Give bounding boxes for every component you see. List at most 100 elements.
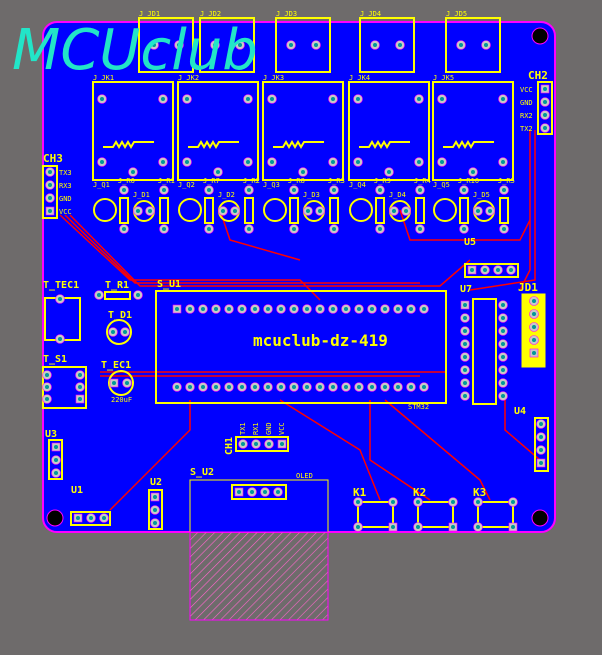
- pad-hole: [511, 500, 515, 504]
- resistor-label: J_R6: [118, 177, 135, 185]
- module-label: STM32: [408, 403, 429, 411]
- pad-hole: [253, 385, 257, 389]
- pad-hole: [153, 508, 157, 512]
- pad-hole: [58, 297, 62, 301]
- pad-hole: [89, 516, 93, 520]
- pad-hole: [409, 307, 413, 311]
- pad-hole: [76, 516, 80, 520]
- pad-hole: [289, 43, 293, 47]
- relay-terminal-label: J_JD2: [200, 10, 221, 18]
- pad-hole: [97, 293, 101, 297]
- pad-hole: [539, 448, 543, 452]
- led-label: J_D4: [389, 191, 406, 199]
- pin-label-tx3: TX3: [59, 169, 72, 177]
- tec-label: T_TEC1: [43, 280, 79, 291]
- pad-hole: [378, 227, 382, 231]
- screw-terminal: [138, 17, 194, 73]
- button-k2[interactable]: K2: [413, 486, 458, 532]
- relay-label: J_JK1: [93, 74, 114, 82]
- pad-hole: [122, 188, 126, 192]
- pad-hole: [532, 299, 536, 303]
- pad-hole: [501, 355, 505, 359]
- relay-terminal-label: J_JD5: [446, 10, 467, 18]
- pad-hole: [496, 268, 500, 272]
- resistor-label: J_R1: [158, 177, 175, 185]
- resistor: [159, 197, 169, 224]
- pad-hole: [463, 394, 467, 398]
- pad-hole: [396, 385, 400, 389]
- pad-hole: [501, 97, 505, 101]
- pad-hole: [48, 196, 52, 200]
- pad-hole: [357, 307, 361, 311]
- pad-hole: [177, 43, 181, 47]
- pad-hole: [463, 342, 467, 346]
- resistor-label: J_R4: [414, 177, 431, 185]
- pin-label-tx2: TX2: [520, 125, 533, 133]
- button-k1[interactable]: K1: [353, 486, 398, 532]
- pad-hole: [48, 170, 52, 174]
- pad-hole: [241, 442, 245, 446]
- pad-hole: [422, 385, 426, 389]
- transistor-label: J_Q3: [263, 181, 280, 189]
- pad-hole: [270, 160, 274, 164]
- resistor-label: J_R9: [374, 177, 391, 185]
- pad-hole: [301, 170, 305, 174]
- pad-hole: [462, 188, 466, 192]
- pad-hole: [279, 307, 283, 311]
- pad-hole: [175, 307, 179, 311]
- pad-hole: [462, 227, 466, 231]
- pin-label-tx1: TX1: [239, 422, 247, 435]
- pad-hole: [416, 500, 420, 504]
- oled-module: [189, 479, 329, 533]
- button-k3[interactable]: K3: [473, 486, 518, 532]
- pad-hole: [501, 381, 505, 385]
- pad-hole: [463, 355, 467, 359]
- pad-hole: [188, 385, 192, 389]
- pad-hole: [270, 97, 274, 101]
- r1-label: T_R1: [105, 280, 129, 291]
- pad-hole: [344, 385, 348, 389]
- pad-hole: [539, 461, 543, 465]
- relay: [348, 81, 430, 181]
- pad-hole: [237, 490, 241, 494]
- pad-hole: [484, 43, 488, 47]
- pad-hole: [501, 329, 505, 333]
- pad-hole: [148, 209, 152, 213]
- pad-hole: [331, 307, 335, 311]
- pad-hole: [54, 471, 58, 475]
- pad-hole: [532, 325, 536, 329]
- pad-hole: [201, 385, 205, 389]
- pad-hole: [532, 312, 536, 316]
- pad-hole: [331, 385, 335, 389]
- pad-hole: [509, 268, 513, 272]
- pad-hole: [153, 495, 157, 499]
- led-label: J_D1: [133, 191, 150, 199]
- pad-hole: [404, 209, 408, 213]
- pad-hole: [543, 100, 547, 104]
- resistor-label: J_R5: [498, 177, 515, 185]
- pad-hole: [370, 385, 374, 389]
- led-label: J_D3: [303, 191, 320, 199]
- resistor: [329, 197, 339, 224]
- relay: [177, 81, 259, 181]
- su1-label: S_U1: [157, 279, 181, 290]
- pad-hole: [253, 307, 257, 311]
- pad-hole: [78, 385, 82, 389]
- u5-header: [464, 263, 519, 278]
- pad-hole: [45, 373, 49, 377]
- traces: [59, 130, 541, 511]
- pad-hole: [213, 43, 217, 47]
- pad-hole: [48, 209, 52, 213]
- u3-header: [48, 439, 63, 480]
- pad-hole: [266, 385, 270, 389]
- pad-hole: [391, 500, 395, 504]
- pad-hole: [227, 307, 231, 311]
- transistor-label: J_Q5: [433, 181, 450, 189]
- mounting-hole: [46, 509, 64, 527]
- pad-hole: [201, 307, 205, 311]
